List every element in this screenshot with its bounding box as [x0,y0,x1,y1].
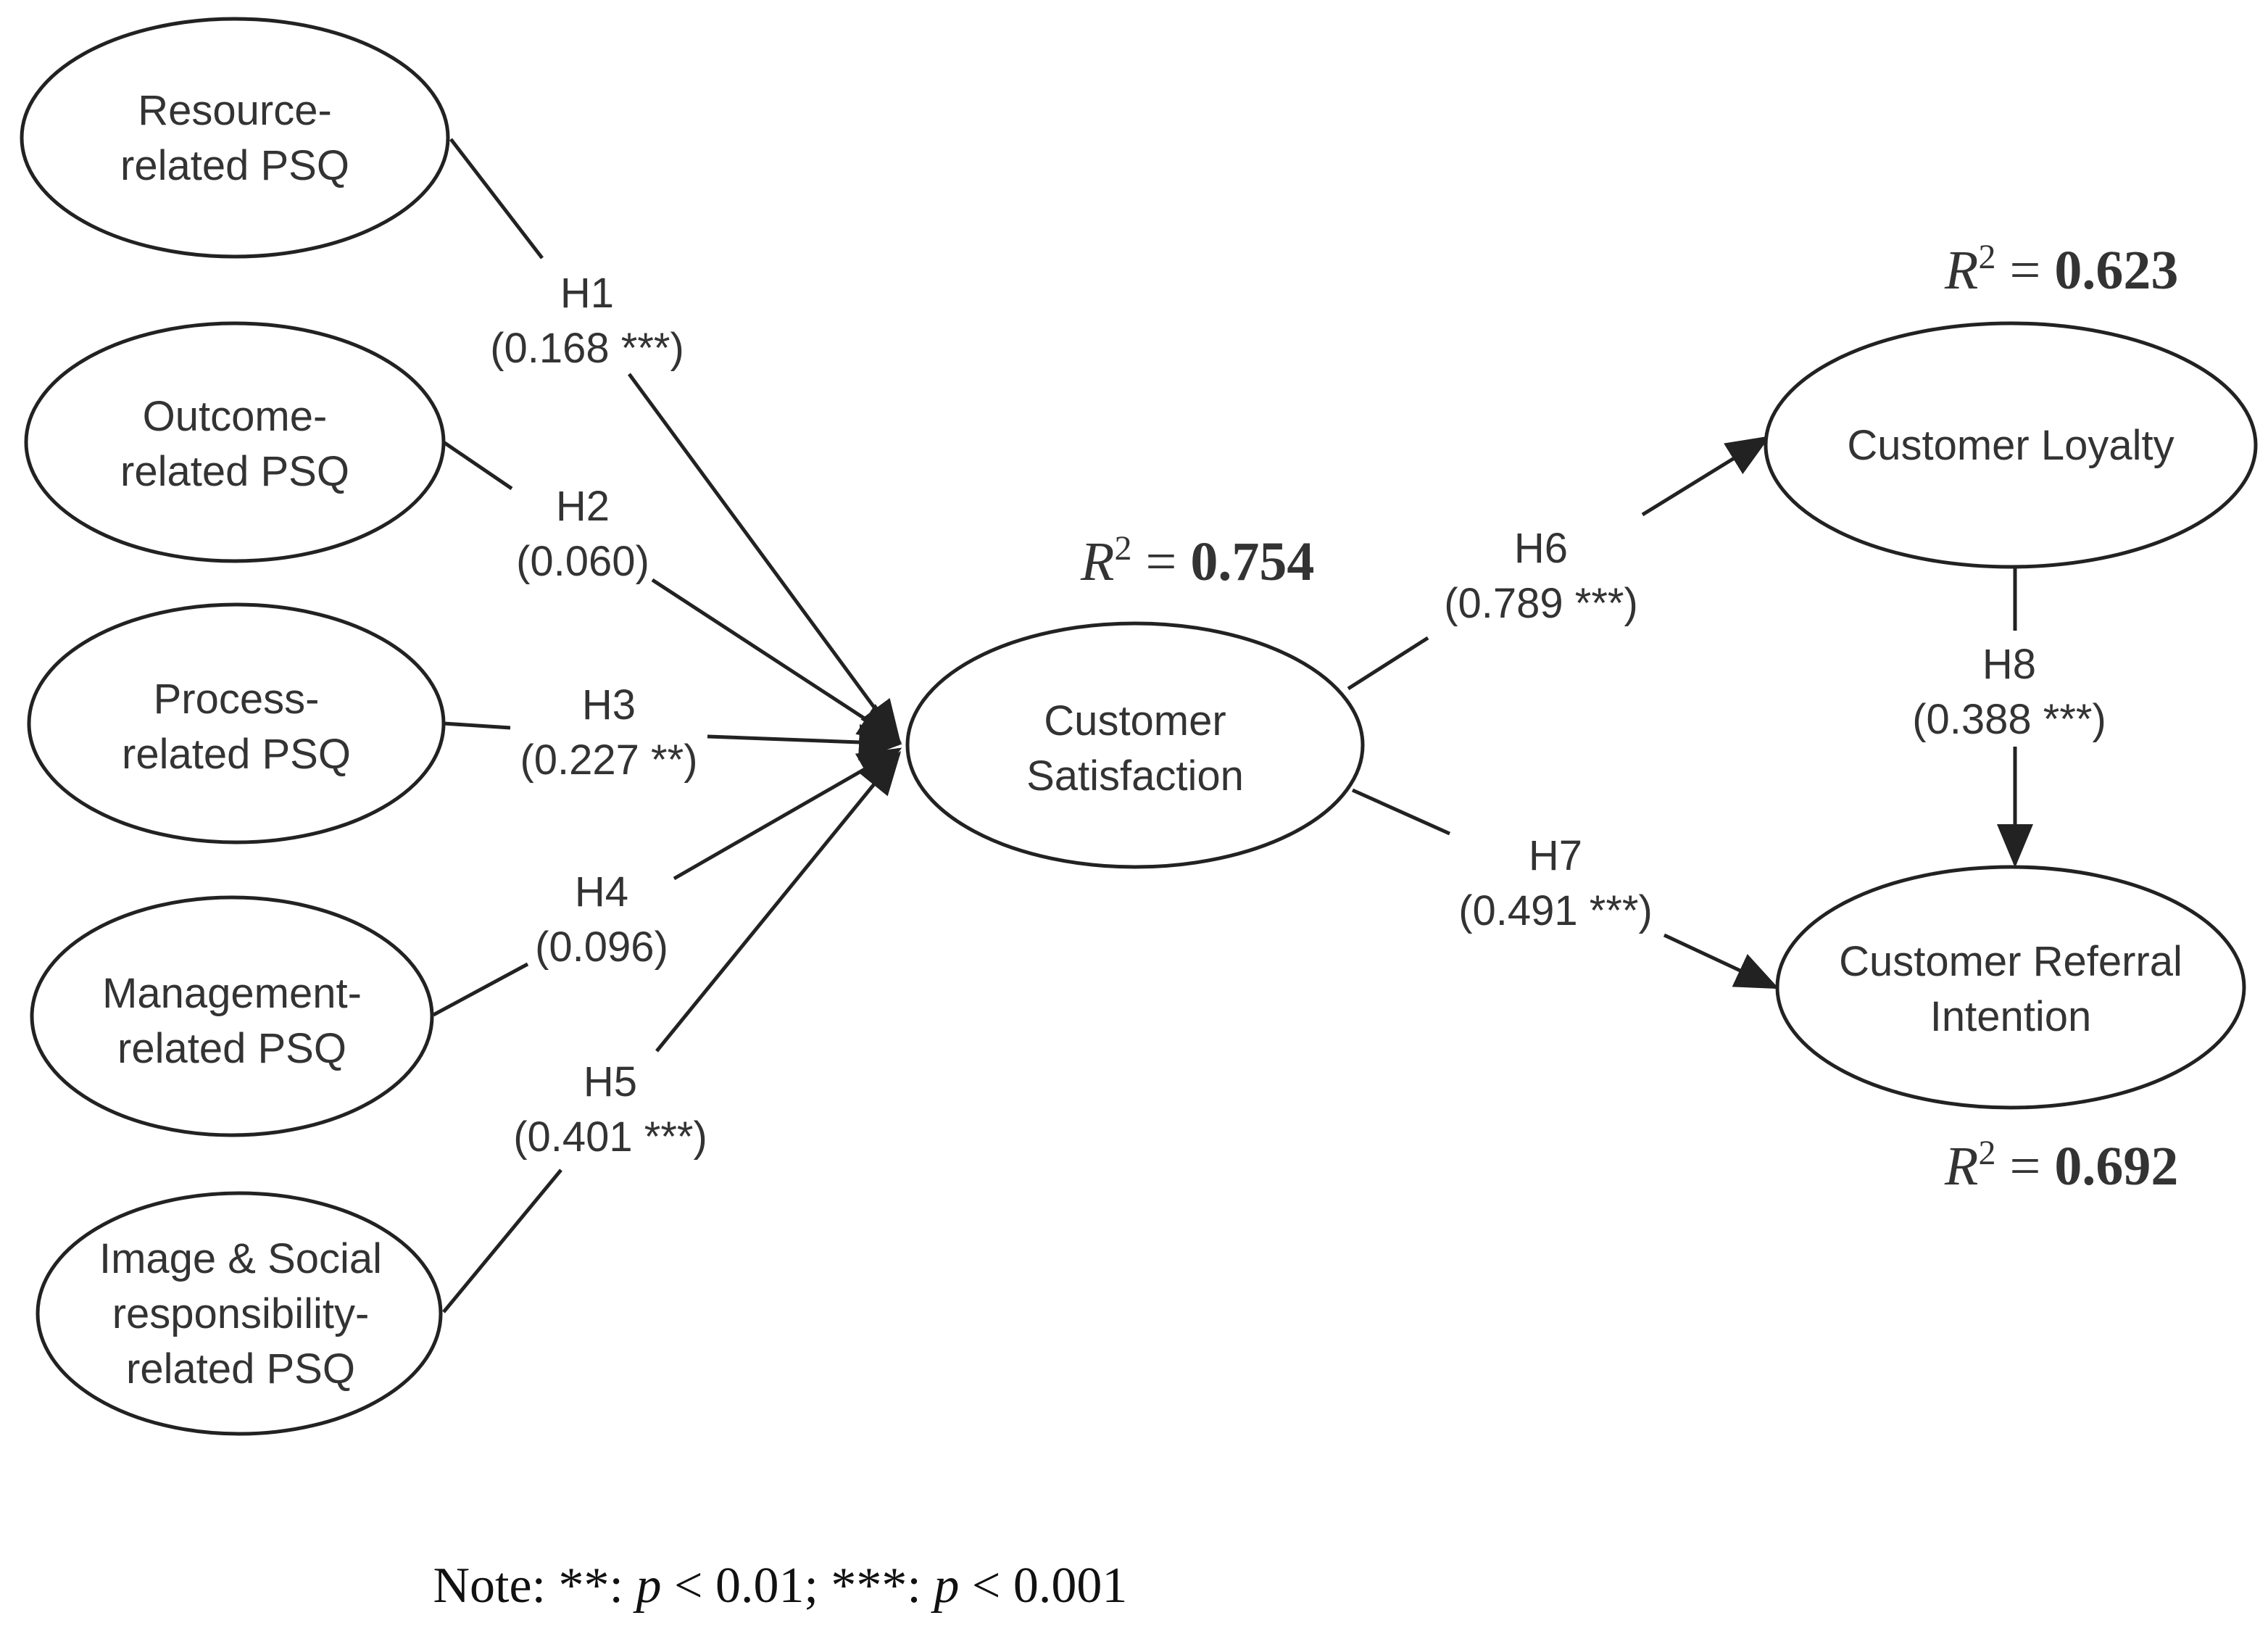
node-image-psq-ellipse [36,1191,443,1436]
path-h1: H1 (0.168 ***) [449,138,901,744]
r-squared-loyalty: R2 = 0.623 [1876,238,2219,301]
r-squared-satisfaction-value: 0.754 [1190,531,1314,592]
node-outcome-psq: Outcome- related PSQ [24,321,446,563]
r-squared-satisfaction-equals: = [1131,531,1190,592]
path-h5-coefficient: (0.401 ***) [513,1113,707,1161]
path-h5-label: H5 [583,1058,637,1105]
node-customer-satisfaction-line-1: Customer [1044,697,1226,744]
path-h1-coefficient: (0.168 ***) [490,325,684,372]
path-h6-segment-b [1641,436,1771,517]
r-squared-satisfaction: R2 = 0.754 [1012,529,1355,592]
r-squared-referral-symbol: R [1944,1136,1978,1197]
path-h4-coefficient: (0.096) [535,924,668,971]
path-h8: H8 (0.388 ***) [1912,567,2106,868]
path-h1-label: H1 [560,270,614,317]
node-customer-referral-intention-ellipse [1775,865,2246,1110]
node-process-psq-line-1: Process- [154,676,320,723]
path-h7-segment-b [1663,933,1779,989]
node-customer-satisfaction-line-2: Satisfaction [1026,752,1244,800]
path-h2-coefficient: (0.060) [516,538,649,585]
path-h8-coefficient: (0.388 ***) [1912,696,2106,743]
node-image-psq: Image & Social responsibility- related P… [36,1191,443,1436]
path-h6-segment-a [1347,636,1429,691]
path-h3-segment-b [707,723,902,760]
note-p-2: p [930,1558,959,1614]
significance-note: Note: **: p < 0.01; ***: p < 0.001 [370,1558,1166,1614]
node-customer-loyalty-line-1: Customer Loyalty [1847,422,2174,469]
node-image-psq-line-1: Image & Social [99,1235,382,1282]
node-process-psq: Process- related PSQ [27,602,446,844]
r-squared-loyalty-value: 0.623 [2054,240,2178,301]
node-management-psq: Management- related PSQ [30,895,434,1137]
node-management-psq-line-1: Management- [102,970,362,1017]
node-process-psq-ellipse [27,602,446,844]
node-customer-loyalty-ellipse [1764,321,2258,569]
path-h3-label: H3 [582,681,636,729]
path-h4-label: H4 [575,868,628,916]
r-squared-satisfaction-symbol: R [1080,531,1114,592]
path-h6-label: H6 [1514,525,1568,572]
r-squared-loyalty-exponent: 2 [1978,238,1995,276]
node-process-psq-line-2: related PSQ [122,731,351,778]
r-squared-loyalty-equals: = [1995,240,2054,301]
path-h7-segment-a [1351,788,1451,836]
note-suffix: < 0.001 [959,1558,1127,1614]
path-h4-segment-b [673,747,902,881]
path-h6: H6 (0.789 ***) [1347,436,1771,691]
r-squared-referral-equals: = [1995,1136,2054,1197]
path-h3: H3 (0.227 **) [443,681,902,784]
node-image-psq-line-3: related PSQ [126,1345,355,1393]
path-h7-label: H7 [1529,832,1582,879]
path-h2-segment-a [442,440,513,491]
node-customer-referral-intention-line-2: Intention [1930,993,2092,1040]
node-management-psq-ellipse [30,895,434,1137]
note-prefix: Note: **: [433,1558,636,1614]
path-h7: H7 (0.491 ***) [1351,788,1779,989]
path-h5: H5 (0.401 ***) [442,751,902,1313]
node-resource-psq-line-1: Resource- [138,87,332,134]
node-resource-psq-line-2: related PSQ [120,142,349,189]
node-customer-satisfaction: Customer Satisfaction [905,621,1365,869]
node-resource-psq: Resource- related PSQ [20,17,450,259]
r-squared-loyalty-symbol: R [1944,240,1978,301]
node-customer-referral-intention: Customer Referral Intention [1775,865,2246,1110]
path-h7-coefficient: (0.491 ***) [1458,887,1653,934]
node-customer-referral-intention-line-1: Customer Referral [1839,938,2182,985]
node-outcome-psq-line-2: related PSQ [120,448,349,495]
r-squared-referral-exponent: 2 [1978,1134,1995,1172]
path-h5-segment-a [442,1169,562,1313]
note-mid: < 0.01; ***: [661,1558,934,1614]
node-image-psq-line-2: responsibility- [112,1290,370,1337]
node-outcome-psq-ellipse [24,321,446,563]
path-h8-label: H8 [1982,641,2036,688]
node-customer-satisfaction-ellipse [905,621,1365,869]
note-p-1: p [632,1558,661,1614]
path-h3-coefficient: (0.227 **) [520,736,697,784]
r-squared-referral-value: 0.692 [2054,1136,2178,1197]
path-h6-coefficient: (0.789 ***) [1444,580,1638,627]
path-h2-segment-b [651,578,902,743]
node-outcome-psq-line-1: Outcome- [143,393,328,440]
node-resource-psq-ellipse [20,17,450,259]
node-management-psq-line-2: related PSQ [117,1025,346,1072]
path-h4-segment-a [432,962,529,1017]
path-h2-label: H2 [556,483,610,530]
path-h1-segment-b [627,373,901,744]
r-squared-satisfaction-exponent: 2 [1114,529,1131,568]
path-h5-segment-b [655,751,902,1053]
path-h3-segment-a [443,721,511,730]
r-squared-referral: R2 = 0.692 [1876,1134,2219,1197]
path-h1-segment-a [449,138,544,260]
node-customer-loyalty: Customer Loyalty [1764,321,2258,569]
path-h4: H4 (0.096) [432,747,902,1017]
path-h2: H2 (0.060) [442,440,902,743]
